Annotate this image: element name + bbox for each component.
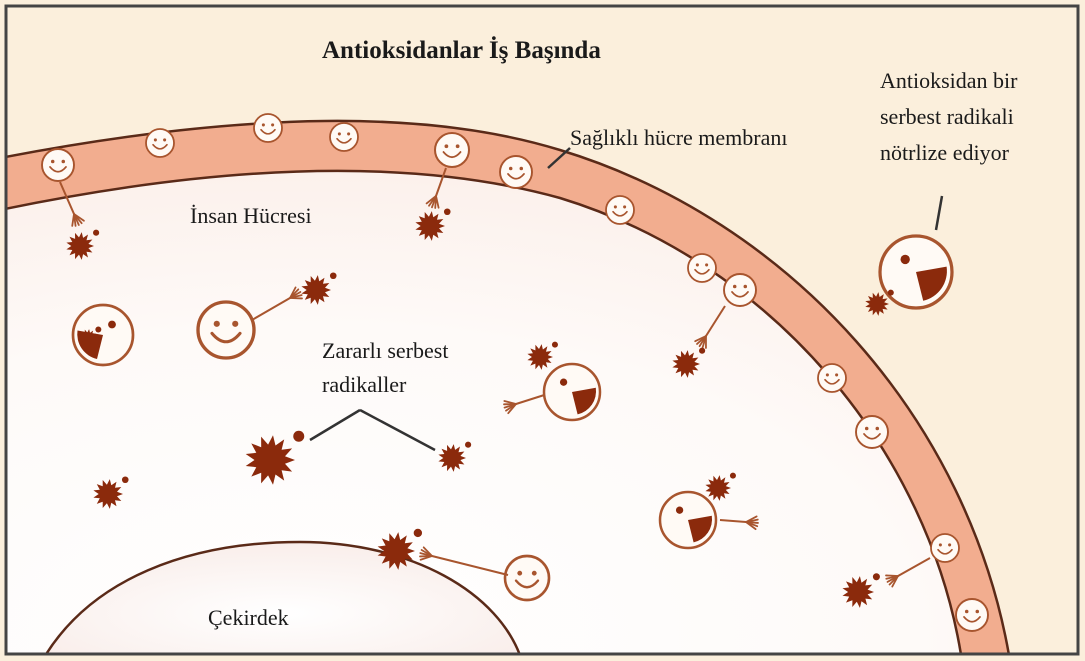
- neutralizing-label-line3: nötrlize ediyor: [880, 140, 1010, 165]
- antioxidant-smiley-icon: [500, 156, 532, 188]
- nucleus-label: Çekirdek: [208, 605, 289, 630]
- membrane-label: Sağlıklı hücre membranı: [570, 125, 788, 150]
- neutralizing-antioxidant-icon: [73, 305, 133, 365]
- antioxidant-smiley-icon: [818, 364, 846, 392]
- antioxidant-smiley-icon: [330, 123, 358, 151]
- antioxidant-smiley-icon: [606, 196, 634, 224]
- neutralizing-label-line1: Antioksidan bir: [880, 68, 1018, 93]
- antioxidant-smiley-icon: [435, 133, 469, 167]
- antioxidant-smiley-icon: [688, 254, 716, 282]
- neutralizing-antioxidant-icon: [880, 236, 952, 308]
- free-radicals-label-line1: Zararlı serbest: [322, 338, 448, 363]
- antioxidant-smiley-icon: [931, 534, 959, 562]
- cell-label: İnsan Hücresi: [190, 203, 312, 228]
- neutralizing-label-line2: serbest radikali: [880, 104, 1014, 129]
- antioxidant-smiley-icon: [42, 149, 74, 181]
- antioxidant-smiley-icon: [505, 556, 549, 600]
- neutralizing-antioxidant-icon: [544, 364, 600, 420]
- free-radicals-label-line2: radikaller: [322, 372, 407, 397]
- antioxidant-smiley-icon: [198, 302, 254, 358]
- neutralizing-antioxidant-icon: [660, 492, 716, 548]
- antioxidant-smiley-icon: [956, 599, 988, 631]
- antioxidant-smiley-icon: [146, 129, 174, 157]
- antioxidant-smiley-icon: [724, 274, 756, 306]
- antioxidant-smiley-icon: [254, 114, 282, 142]
- diagram-title: Antioksidanlar İş Başında: [322, 36, 601, 64]
- antioxidant-smiley-icon: [856, 416, 888, 448]
